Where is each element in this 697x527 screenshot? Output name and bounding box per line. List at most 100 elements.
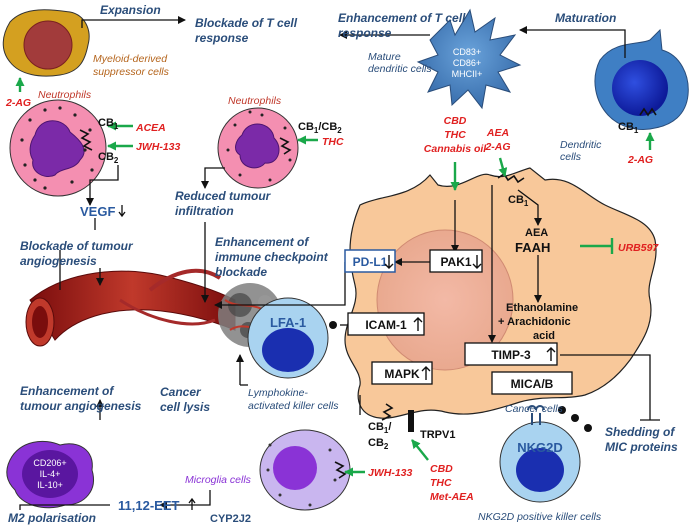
ethanolamine-label-1: Ethanolamine xyxy=(506,302,578,314)
dendritic-nucleus xyxy=(612,60,668,116)
reduced-infil-label-1: Reduced tumour xyxy=(175,189,272,203)
enhance-t-label-1: Enhancement of T cell xyxy=(338,11,466,25)
m2-marker-3: IL-10+ xyxy=(37,480,63,490)
eet-label: 11,12-EET xyxy=(118,498,179,513)
blockade-angio-label-2: angiogenesis xyxy=(20,254,97,268)
drug-thc-top: THC xyxy=(444,129,466,141)
drug-jwh-left: JWH-133 xyxy=(136,141,181,153)
dendritic-label-1: Dendritic xyxy=(560,139,602,151)
svg-text:PAK1: PAK1 xyxy=(440,255,471,269)
mature-dc-label-1: Mature xyxy=(368,51,401,63)
cancer-lysis-label-2: cell lysis xyxy=(160,400,210,414)
pdl1-box: PD-L1 xyxy=(344,249,396,273)
nkg2d-cells-label: NKG2D positive killer cells xyxy=(478,511,602,523)
expansion-label: Expansion xyxy=(100,3,161,17)
svg-text:TIMP-3: TIMP-3 xyxy=(491,348,531,362)
shedding-label-2: MIC proteins xyxy=(605,440,678,454)
vegf-label: VEGF xyxy=(80,204,115,219)
m2-marker-1: CD206+ xyxy=(33,458,66,468)
nkg2d-nucleus xyxy=(516,448,564,492)
arrows-green xyxy=(15,77,655,477)
aea-label: AEA xyxy=(525,227,548,239)
drug-thc-mid: THC xyxy=(322,136,344,148)
mature-dendritic-cell xyxy=(416,8,522,110)
cancer-cells-label: Cancer cells xyxy=(505,403,564,415)
ethanolamine-label-3: acid xyxy=(533,330,555,342)
svg-text:CB2: CB2 xyxy=(98,151,119,165)
shedding-label-1: Shedding of xyxy=(605,425,675,439)
receptor-labels: CB1 CB2 CB1/CB2 CB1 CB1 CB1/ CB2 xyxy=(98,117,639,451)
nkg2d-label: NKG2D xyxy=(517,440,563,455)
drug-aea-top: AEA xyxy=(486,127,509,139)
neutrophils-mid-label: Neutrophils xyxy=(228,95,282,107)
trpv1-channel xyxy=(408,410,414,432)
enh-checkpoint-label-2: immune checkpoint xyxy=(215,250,329,264)
blood-vessel xyxy=(25,268,236,347)
mdsc-label-1: Myeloid-derived xyxy=(93,53,168,65)
dc-marker-3: MHCII+ xyxy=(452,69,483,79)
m2-nucleus xyxy=(22,450,78,498)
svg-text:CB1: CB1 xyxy=(618,121,639,135)
blockade-t-label-1: Blockade of T cell xyxy=(195,16,298,30)
enh-angio-label-1: Enhancement of xyxy=(20,384,114,398)
svg-text:ICAM-1: ICAM-1 xyxy=(365,318,407,332)
drug-met-aea: Met-AEA xyxy=(430,491,474,503)
dc-marker-2: CD86+ xyxy=(453,58,481,68)
timp3-box: TIMP-3 xyxy=(464,342,558,366)
drug-urb597: URB597 xyxy=(618,242,659,254)
icam-lfa-contact xyxy=(329,321,337,329)
drug-2ag-top: 2-AG xyxy=(484,141,510,153)
vegf-eet-direction-icons xyxy=(118,205,196,510)
lak-nucleus xyxy=(262,328,314,372)
neutrophil-mid-nucleus xyxy=(235,123,280,169)
svg-text:CB1/CB2: CB1/CB2 xyxy=(298,121,342,135)
neutrophil-left-granules xyxy=(20,106,94,190)
cancer-lysis-label-1: Cancer xyxy=(160,385,202,399)
urb597-inhibit xyxy=(580,238,614,254)
drug-2ag-right: 2-AG xyxy=(627,154,653,166)
neutrophil-mid-granules xyxy=(226,110,292,182)
enhance-t-label-2: response xyxy=(338,26,392,40)
microglia-nucleus xyxy=(273,446,317,490)
svg-text:CB1: CB1 xyxy=(508,194,529,208)
lfa1-label: LFA-1 xyxy=(270,315,306,330)
reduced-infil-label-2: infiltration xyxy=(175,204,234,218)
microglia-granules xyxy=(266,443,337,507)
blockade-angio-label-1: Blockade of tumour xyxy=(20,239,134,253)
drug-cannabis-oil: Cannabis oil xyxy=(424,143,488,155)
dendritic-label-2: cells xyxy=(560,151,582,163)
mic-dots-icon xyxy=(558,406,592,432)
pak1-box: PAK1 xyxy=(429,249,483,273)
drug-jwh-bottom: JWH-133 xyxy=(368,467,413,479)
blockade-t-label-2: response xyxy=(195,31,249,45)
svg-text:PD-L1: PD-L1 xyxy=(353,255,388,269)
drug-cbd-bottom: CBD xyxy=(430,463,453,475)
cyp-label: CYP2J2 xyxy=(210,513,251,525)
m2-label: M2 polarisation xyxy=(8,511,96,525)
nkg2d-receptor-icon xyxy=(527,405,545,425)
neutrophil-left-nucleus xyxy=(29,120,85,177)
svg-text:CB2: CB2 xyxy=(368,437,389,451)
svg-text:CB1/: CB1/ xyxy=(368,421,391,435)
neutrophils-left-label: Neutrophils xyxy=(38,89,92,101)
mica-box: MICA/B xyxy=(491,371,573,395)
drug-acea: ACEA xyxy=(135,122,166,134)
svg-text:CB1: CB1 xyxy=(98,117,119,131)
box-direction-icons xyxy=(384,255,556,380)
drug-cbd-top: CBD xyxy=(444,115,467,127)
mdsc-label-2: suppressor cells xyxy=(93,66,170,78)
lak-label-2: activated killer cells xyxy=(248,400,339,412)
microglia-label: Microglia cells xyxy=(185,474,252,486)
faah-label: FAAH xyxy=(515,240,550,255)
icam1-box: ICAM-1 xyxy=(347,312,425,336)
svg-text:MAPK: MAPK xyxy=(384,367,420,381)
enh-checkpoint-label-1: Enhancement of xyxy=(215,235,309,249)
drug-2ag-left: 2-AG xyxy=(5,97,31,109)
maturation-label: Maturation xyxy=(555,11,616,25)
mdsc-nucleus xyxy=(23,20,73,70)
enh-angio-label-2: tumour angiogenesis xyxy=(20,399,142,413)
trpv1-label: TRPV1 xyxy=(420,429,455,441)
mapk-box: MAPK xyxy=(371,361,433,385)
